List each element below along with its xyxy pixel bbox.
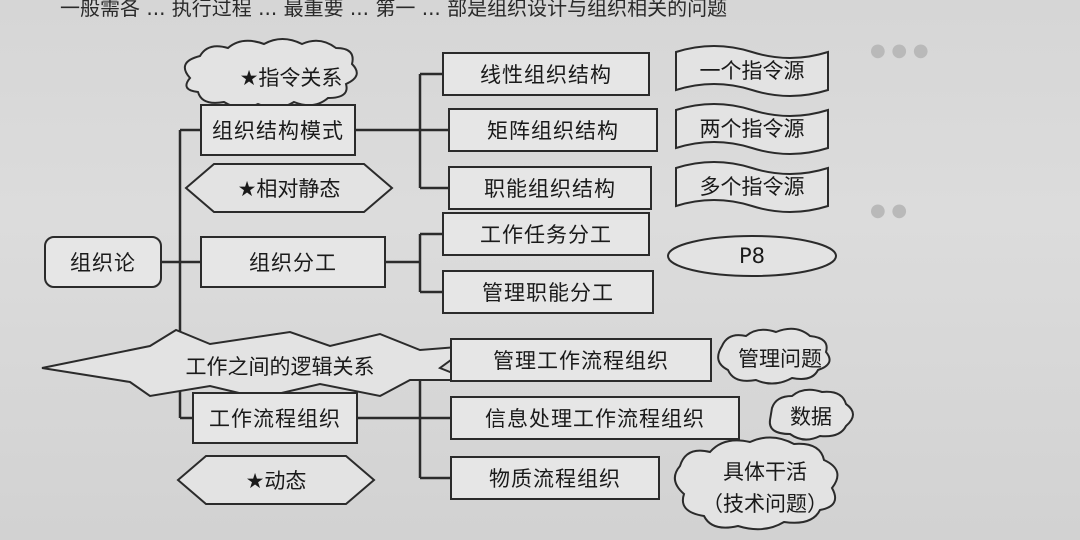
cloud-data xyxy=(768,388,854,441)
node-label: 组织分工 xyxy=(249,251,337,275)
cloud-command-relation xyxy=(183,38,358,109)
node-label: 物质流程组织 xyxy=(489,467,621,491)
callout-dynamic: ★动态 xyxy=(245,469,307,493)
node-label: 组织结构模式 xyxy=(212,119,344,143)
note-concrete-work-line1: 具体干活 xyxy=(723,460,807,484)
node-structure-mode: 组织结构模式 xyxy=(200,104,356,156)
callout-logical-relation: 工作之间的逻辑关系 xyxy=(185,355,375,379)
node-information-workflow: 信息处理工作流程组织 xyxy=(450,396,740,440)
cloud-concrete-work xyxy=(673,436,839,531)
node-label: 工作流程组织 xyxy=(209,407,341,431)
node-management-workflow: 管理工作流程组织 xyxy=(450,338,712,382)
note-page-ref: P8 xyxy=(738,244,766,268)
bleed-through-marks: ● ● xyxy=(870,200,908,221)
note-one-source: 一个指令源 xyxy=(699,59,805,83)
node-label: 信息处理工作流程组织 xyxy=(485,407,705,431)
node-task-division: 工作任务分工 xyxy=(442,212,650,256)
node-label: 矩阵组织结构 xyxy=(487,119,619,143)
note-multi-sources: 多个指令源 xyxy=(699,175,805,199)
callout-command-relation: ★指令关系 xyxy=(239,66,343,90)
node-linear-structure: 线性组织结构 xyxy=(442,52,650,96)
flag-one-source xyxy=(675,45,829,97)
node-label: 工作任务分工 xyxy=(480,223,612,247)
node-workflow: 工作流程组织 xyxy=(192,392,358,444)
burst-logical-relation xyxy=(41,328,474,400)
node-matrix-structure: 矩阵组织结构 xyxy=(448,108,658,152)
flag-multi-sources xyxy=(675,161,829,213)
node-label: 管理工作流程组织 xyxy=(493,349,669,373)
node-label: 管理职能分工 xyxy=(482,281,614,305)
header-text: 一般需各 ... 执行过程 ... 最重要 ... 第一 ... 部是组织设计与… xyxy=(60,0,728,20)
flag-two-sources xyxy=(675,103,829,155)
node-functional-structure: 职能组织结构 xyxy=(448,166,652,210)
cloud-management-issue xyxy=(717,327,831,385)
note-two-sources: 两个指令源 xyxy=(699,117,805,141)
note-concrete-work-line2: （技术问题） xyxy=(702,492,828,516)
node-label: 线性组织结构 xyxy=(480,63,612,87)
node-material-workflow: 物质流程组织 xyxy=(450,456,660,500)
hexagon-dynamic xyxy=(176,455,376,505)
node-label: 职能组织结构 xyxy=(484,177,616,201)
root-label: 组织论 xyxy=(70,251,136,275)
callout-relatively-static: ★相对静态 xyxy=(237,177,341,201)
hexagon-relatively-static xyxy=(184,163,394,213)
note-data: 数据 xyxy=(790,405,832,429)
note-management-issue: 管理问题 xyxy=(738,347,822,371)
node-function-division: 管理职能分工 xyxy=(442,270,654,314)
node-division: 组织分工 xyxy=(200,236,386,288)
ellipse-page-ref xyxy=(667,235,837,277)
root-node: 组织论 xyxy=(44,236,162,288)
bleed-through-marks: ● ● ● xyxy=(870,40,929,61)
